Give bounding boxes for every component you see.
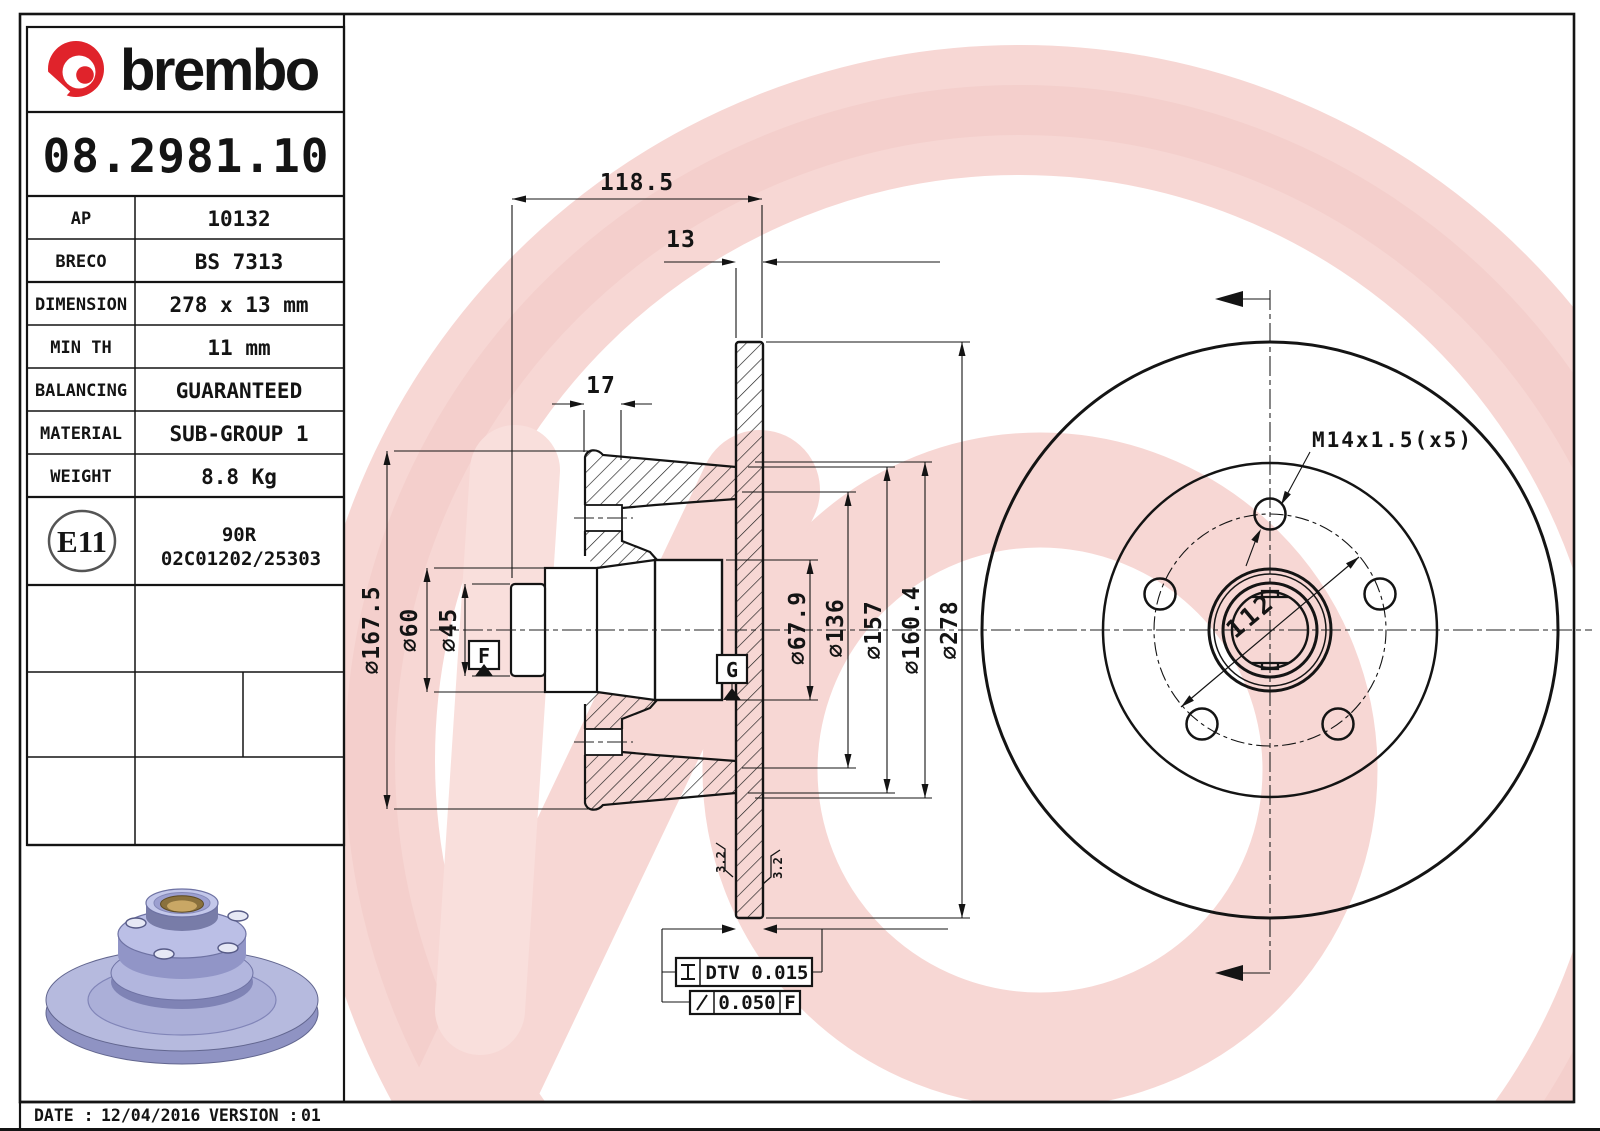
dim-d67-9: ∅67.9 <box>785 591 811 665</box>
e-mark-badge: E11 <box>57 524 107 559</box>
thread-callout: M14x1.5(x5) <box>1245 428 1473 567</box>
title-block: brembo 08.2981.10 AP 10132 BRECO BS 7313… <box>20 25 1574 1125</box>
spec-label: MIN TH <box>50 338 111 358</box>
spec-label: WEIGHT <box>50 467 111 487</box>
approval-line1: 90R <box>222 524 257 546</box>
spec-value: 10132 <box>207 207 270 231</box>
dim-d278: ∅278 <box>937 600 963 659</box>
spec-label: AP <box>71 209 91 229</box>
surface-finish-value: 3.2 <box>771 857 785 879</box>
dim-overall-width: 118.5 <box>600 170 674 196</box>
spec-value: 11 mm <box>207 336 270 360</box>
spec-label: BALANCING <box>35 381 127 401</box>
surface-finish-marks: 3.2 3.2 <box>714 842 785 885</box>
disc-product-image <box>45 888 319 1065</box>
tolerance-frames: DTV 0.015 0.050 F <box>661 924 948 1016</box>
brembo-emblem-icon <box>39 41 104 101</box>
bore-transition <box>597 560 655 700</box>
date-label: DATE : <box>34 1106 94 1125</box>
spec-label: MATERIAL <box>40 424 122 444</box>
bolt-hole <box>227 910 249 922</box>
e-mark-circle-icon <box>47 509 117 573</box>
approval-line2: 02C01202/25303 <box>161 548 321 570</box>
dtv-value: DTV 0.015 <box>706 962 809 984</box>
runout-datum: F <box>784 992 795 1014</box>
dim-flange-thickness: 17 <box>586 373 616 399</box>
extension-lines <box>394 205 970 919</box>
dimension-arrowheads <box>383 195 966 918</box>
section-arrow-icon <box>1215 965 1243 981</box>
spec-label: DIMENSION <box>35 295 127 315</box>
hub-hat-section-bottom <box>585 692 736 810</box>
datum-f: F <box>467 639 501 676</box>
spec-value: GUARANTEED <box>176 379 302 403</box>
version-label: VERSION : <box>209 1106 298 1125</box>
spec-value: SUB-GROUP 1 <box>169 422 308 446</box>
date-value: 12/04/2016 <box>101 1106 200 1125</box>
version-value: 01 <box>301 1106 321 1125</box>
approval-row: E11 90R 02C01202/25303 <box>47 509 321 573</box>
spec-rows: AP 10132 BRECO BS 7313 DIMENSION 278 x 1… <box>35 207 309 489</box>
front-view: 112 M14x1.5(x5) <box>980 290 1560 981</box>
brembo-wordmark: brembo <box>120 38 319 103</box>
runout-value: 0.050 <box>718 992 775 1014</box>
hub-hat-section-top <box>585 450 736 568</box>
spec-value: 8.8 Kg <box>201 465 277 489</box>
dim-d60: ∅60 <box>397 608 423 653</box>
section-dimensions: 118.5 13 17 ∅167.5 ∅60 ∅45 ∅67.9 ∅136 ∅1… <box>359 170 970 1016</box>
section-view <box>430 340 1592 920</box>
dtv-frame <box>674 956 814 988</box>
dtv-symbol-icon <box>681 964 695 980</box>
footer: DATE : 12/04/2016 VERSION : 01 <box>34 1106 321 1125</box>
dim-disc-thickness: 13 <box>666 227 696 253</box>
datum-f-label: F <box>478 644 490 668</box>
datum-triangle-icon <box>475 664 493 676</box>
dim-d160-4: ∅160.4 <box>899 585 925 674</box>
spec-value: BS 7313 <box>195 250 284 274</box>
bolt-hole <box>217 942 239 954</box>
section-arrow-icon <box>1215 291 1243 307</box>
datum-triangle-icon <box>723 688 741 700</box>
runout-symbol-icon <box>696 994 708 1011</box>
wheel-bolt-holes <box>1143 497 1397 741</box>
dimension-lines <box>386 198 963 918</box>
section-cut-arrows <box>1215 291 1270 981</box>
thread-spec: M14x1.5(x5) <box>1312 428 1473 452</box>
spec-label: BRECO <box>55 252 106 272</box>
datum-g: G <box>715 653 749 700</box>
bolt-hole <box>153 948 175 960</box>
datum-g-label: G <box>726 658 738 682</box>
spec-value: 278 x 13 mm <box>169 293 308 317</box>
surface-finish-value: 3.2 <box>714 851 728 873</box>
bolt-hole <box>125 917 147 929</box>
bolt-circle <box>1153 513 1387 747</box>
disc-outer-circle <box>980 340 1560 920</box>
part-number: 08.2981.10 <box>43 129 330 183</box>
hat-circle <box>1101 461 1439 799</box>
runout-frame <box>688 989 802 1016</box>
hub-bore <box>1207 567 1333 693</box>
rotor-plate-section <box>736 342 763 918</box>
brembo-logo: brembo <box>39 38 321 103</box>
dim-d136: ∅136 <box>823 598 849 657</box>
hat-outlines <box>583 449 737 811</box>
dim-d157: ∅157 <box>861 600 887 659</box>
dim-d167-5: ∅167.5 <box>359 585 385 674</box>
dim-d45: ∅45 <box>436 608 462 653</box>
